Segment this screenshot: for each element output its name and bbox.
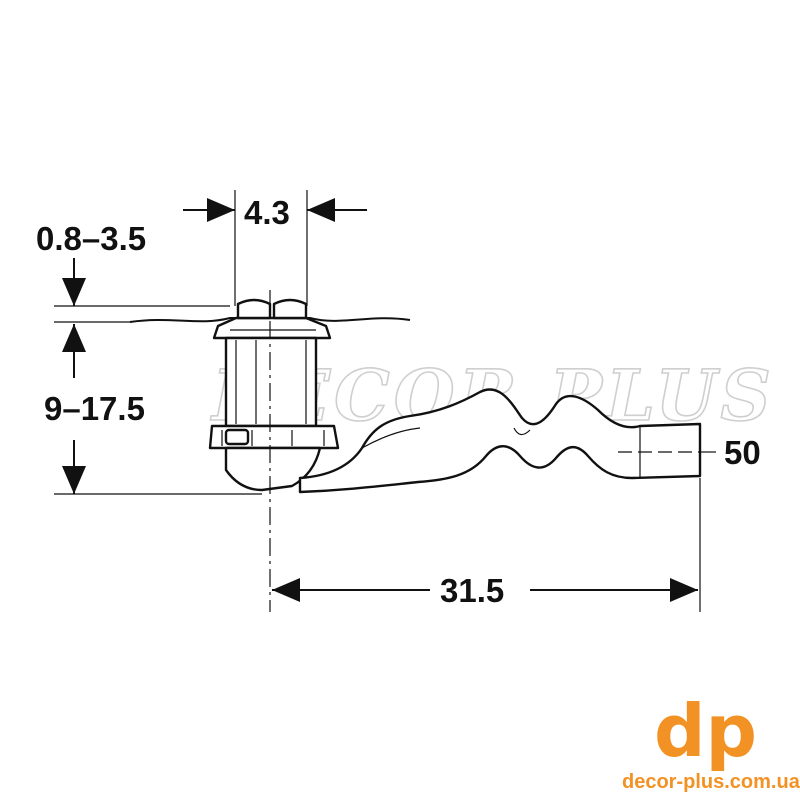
label-pipe-diameter: 50	[724, 434, 761, 471]
dimension-outlet-width: 4.3	[183, 190, 367, 306]
label-flange-thickness: 0.8–3.5	[36, 220, 146, 257]
trap-pipe	[298, 388, 702, 494]
dimension-body-height: 9–17.5	[44, 324, 262, 495]
drain-assembly	[129, 298, 702, 494]
drain-body	[224, 336, 318, 428]
brand-logo: dp decor-plus.com.ua	[622, 689, 800, 793]
logo-letters: dp	[654, 689, 757, 773]
dimension-pipe-diameter: 50	[700, 434, 761, 471]
logo-url: decor-plus.com.ua	[622, 771, 800, 793]
label-total-length: 31.5	[440, 572, 504, 609]
flange	[212, 316, 332, 340]
label-body-height: 9–17.5	[44, 390, 145, 427]
label-outlet-width: 4.3	[244, 194, 290, 231]
dimension-flange-thickness: 0.8–3.5	[36, 220, 230, 323]
dimension-total-length: 31.5	[272, 478, 701, 612]
